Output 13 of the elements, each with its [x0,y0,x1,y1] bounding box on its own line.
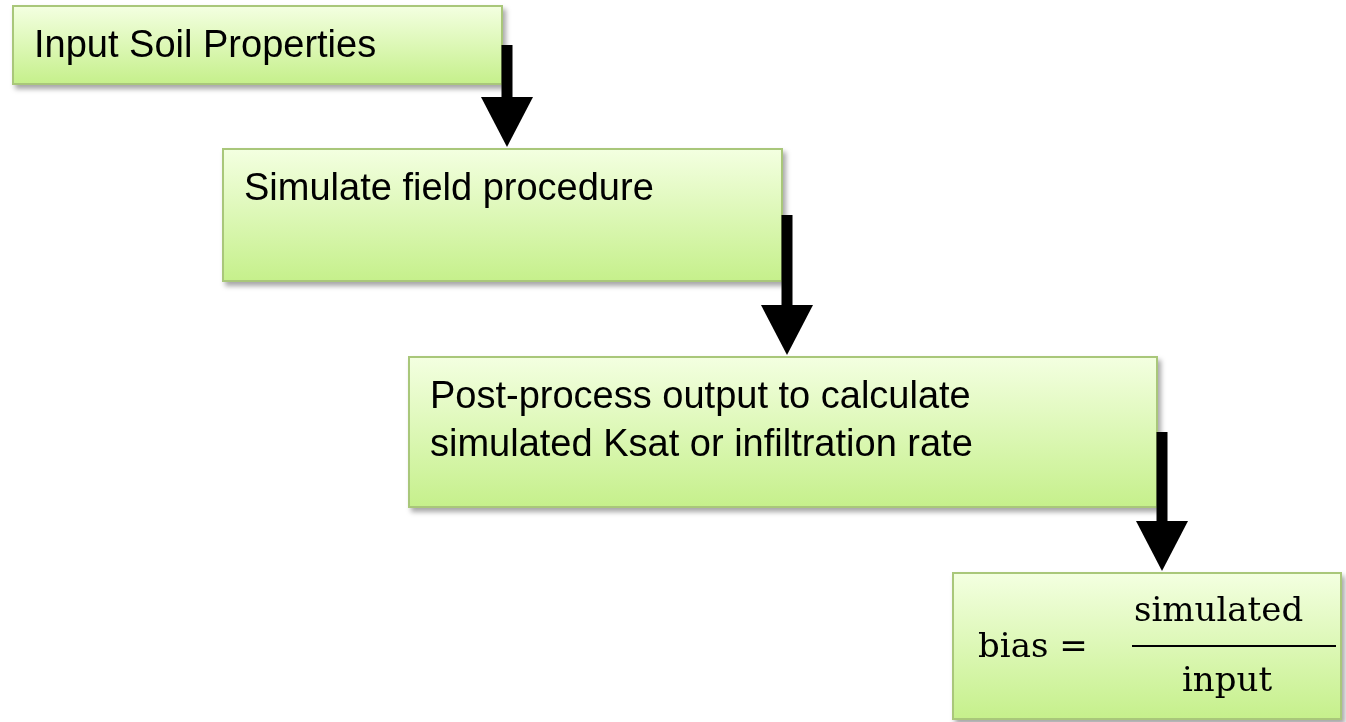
process-box [12,5,503,85]
arrow [761,215,813,355]
arrow [481,45,533,147]
step-text: Post-process output to calculate simulated Ksat or infiltration rate [430,373,974,466]
process-box [222,148,783,282]
step-text: Simulate field procedure [244,165,655,210]
numerator-text: simulated [1134,588,1304,631]
process-box [408,356,1158,508]
process-box [952,572,1342,720]
step-text: Input Soil Properties [34,22,378,67]
denominator-text: input [1182,658,1273,701]
arrow [1136,432,1188,571]
equation-text: bias = [978,624,1088,667]
